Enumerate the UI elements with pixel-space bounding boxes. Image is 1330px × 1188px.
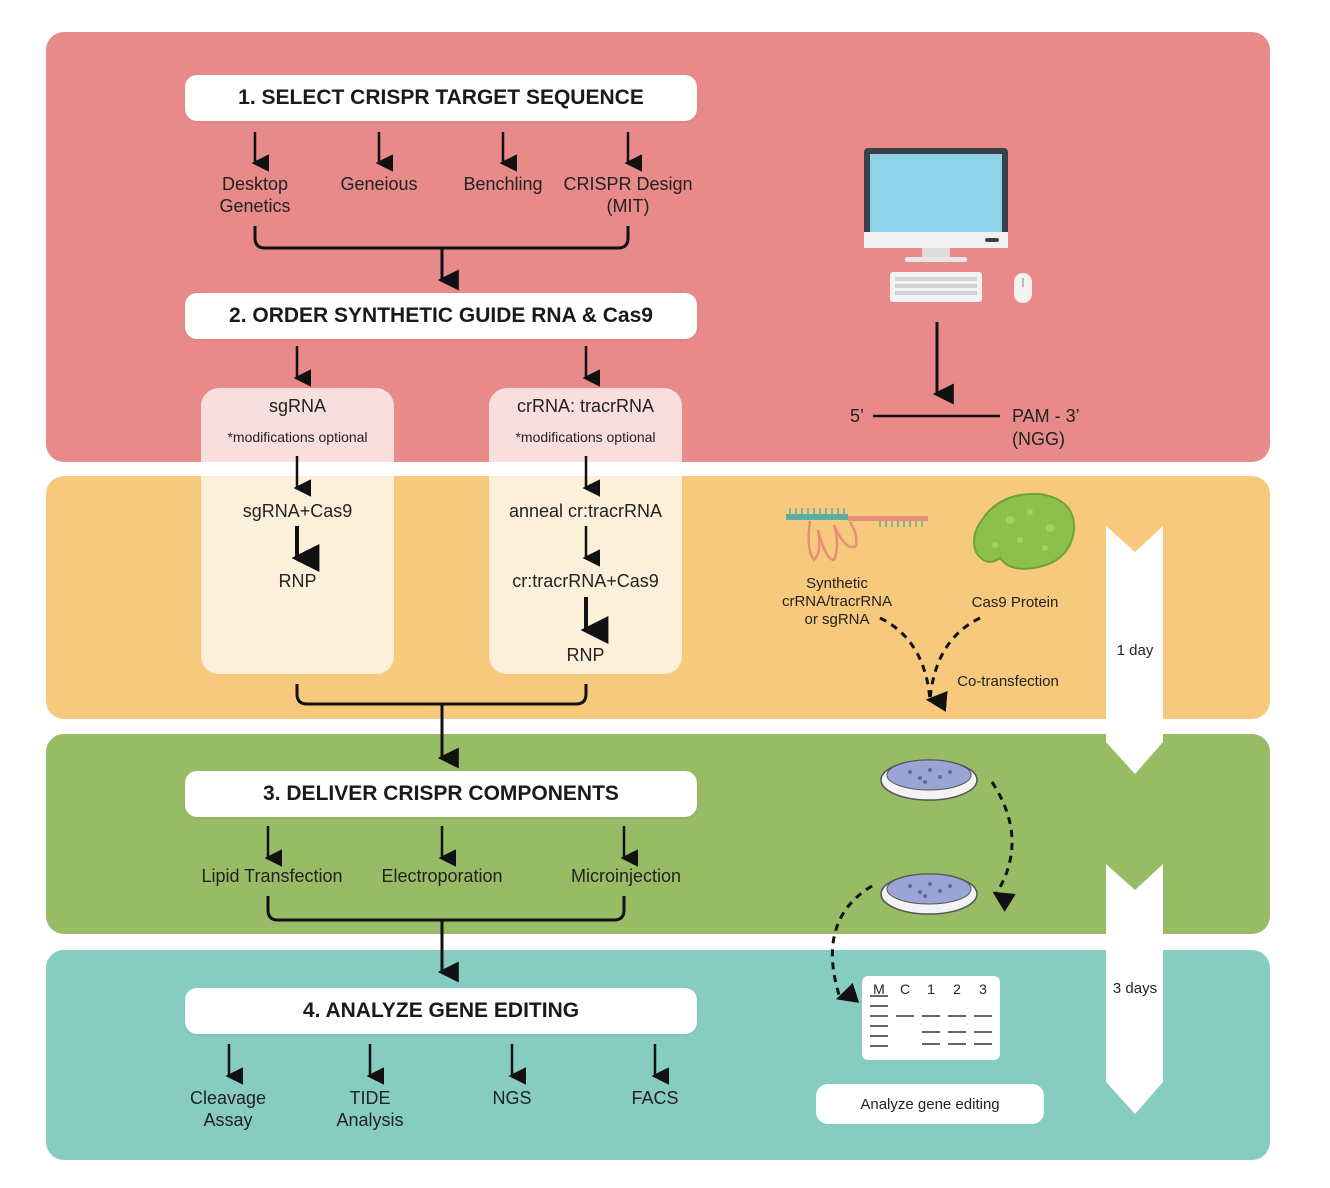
sgrna-rnp: RNP	[278, 571, 317, 591]
tool-crispr-design-line2: (MIT)	[606, 196, 650, 216]
synthetic-line1: Synthetic	[806, 575, 868, 592]
timeline-3-days: 3 days	[1112, 980, 1158, 997]
tool-desktop-genetics-line1: Desktop	[221, 174, 289, 194]
gel-header-c: C	[899, 981, 911, 997]
step-1-header: 1. SELECT CRISPR TARGET SEQUENCE	[185, 75, 697, 121]
sgrna-note: *modifications optional	[227, 429, 368, 445]
mouse-icon	[1014, 273, 1032, 303]
cotransfection-label: Co-transfection	[957, 673, 1059, 690]
tool-crispr-design-line1: CRISPR Design	[563, 174, 693, 194]
band-analyze	[46, 950, 1270, 1160]
tool-geneious: Geneious	[340, 174, 418, 194]
delivery-microinjection: Microinjection	[570, 866, 682, 886]
delivery-lipid: Lipid Transfection	[201, 866, 343, 886]
crrna-title: crRNA: tracrRNA	[516, 396, 654, 416]
tool-desktop-genetics-line2: Genetics	[219, 196, 291, 216]
crrna-cas9: cr:tracrRNA+Cas9	[512, 571, 659, 591]
synthetic-line3: or sgRNA	[804, 611, 870, 628]
analyze-gene-editing-pill: Analyze gene editing	[816, 1084, 1044, 1124]
step-3-header: 3. DELIVER CRISPR COMPONENTS	[185, 771, 697, 817]
timeline-chevron-1	[1106, 526, 1163, 774]
synthetic-line2: crRNA/tracrRNA	[781, 593, 892, 610]
crrna-rnp: RNP	[566, 645, 605, 665]
target-pam-line2: (NGG)	[1012, 429, 1065, 449]
analysis-tide-line1: TIDE	[349, 1088, 391, 1108]
gel-header-m: M	[873, 981, 885, 997]
gel-header-1: 1	[927, 981, 935, 997]
keyboard-icon	[890, 272, 982, 302]
analysis-ngs: NGS	[492, 1088, 532, 1108]
target-pam-line1: PAM - 3’	[1012, 406, 1080, 426]
timeline-chevron-2	[1106, 864, 1163, 1114]
sgrna-cas9: sgRNA+Cas9	[242, 501, 353, 521]
sgrna-title: sgRNA	[268, 396, 326, 416]
tool-benchling: Benchling	[463, 174, 543, 194]
cas9-protein-label: Cas9 Protein	[971, 594, 1059, 611]
analysis-facs: FACS	[631, 1088, 679, 1108]
timeline-1-day: 1 day	[1116, 642, 1154, 659]
analysis-cleavage-line1: Cleavage	[189, 1088, 267, 1108]
gel-header-3: 3	[979, 981, 987, 997]
target-five-prime: 5’	[849, 406, 864, 426]
crrna-anneal: anneal cr:tracrRNA	[508, 501, 663, 521]
band-deliver	[46, 734, 1270, 934]
step-4-header: 4. ANALYZE GENE EDITING	[185, 988, 697, 1034]
crrna-note: *modifications optional	[515, 429, 656, 445]
delivery-electroporation: Electroporation	[381, 866, 503, 886]
analysis-cleavage-line2: Assay	[203, 1110, 253, 1130]
gel-header-2: 2	[953, 981, 961, 997]
step-2-header: 2. ORDER SYNTHETIC GUIDE RNA & Cas9	[185, 293, 697, 339]
analysis-tide-line2: Analysis	[336, 1110, 404, 1130]
